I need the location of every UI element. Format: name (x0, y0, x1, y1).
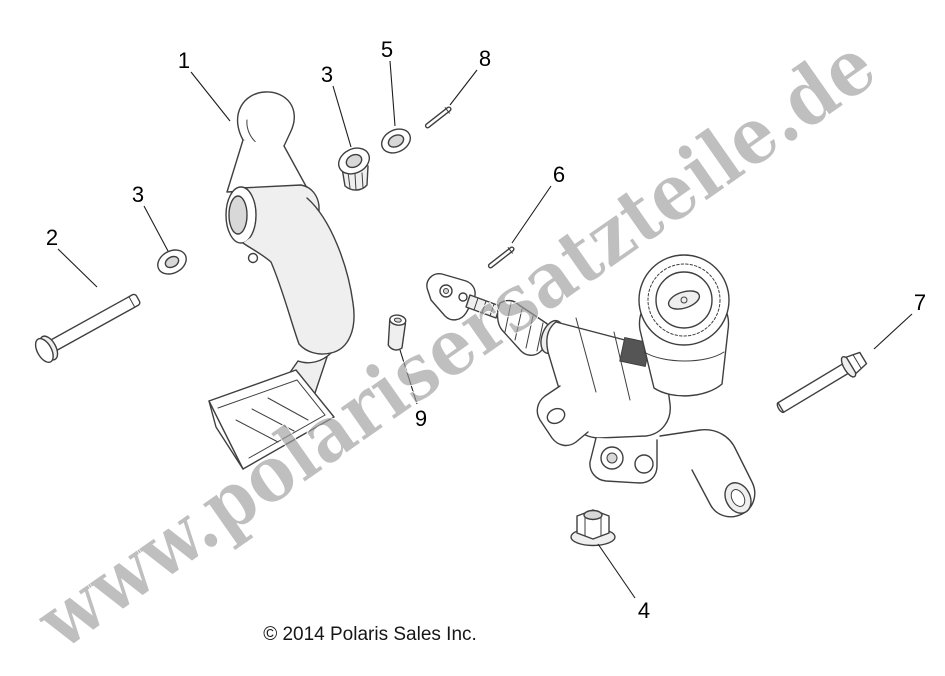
callout-5: 5 (381, 37, 396, 127)
callout-1-label: 1 (178, 48, 190, 73)
callout-1-leader (190, 71, 231, 122)
callout-3-left: 3 (132, 182, 169, 252)
washer-top-drawing (380, 128, 412, 154)
callout-3-top-label: 3 (321, 62, 333, 87)
callout-2-leader (57, 248, 98, 288)
callout-3-top-leader (332, 85, 352, 148)
callout-7-label: 7 (914, 290, 926, 315)
callout-4: 4 (597, 543, 650, 623)
callout-3-top: 3 (321, 62, 352, 148)
callout-6-leader (511, 185, 552, 244)
callout-4-leader (597, 543, 636, 599)
callout-7-leader (873, 313, 913, 350)
callout-8-label: 8 (479, 46, 491, 71)
pin-6-drawing (487, 246, 515, 269)
callout-2: 2 (46, 225, 98, 288)
callout-7: 7 (873, 290, 926, 350)
bushing-drawing (337, 147, 371, 191)
callout-4-label: 4 (638, 598, 650, 623)
clevis-pin-drawing (34, 293, 141, 364)
pin-8-drawing (424, 106, 452, 129)
callout-5-label: 5 (381, 37, 393, 62)
washer-left-drawing (157, 249, 187, 275)
callout-9-label: 9 (415, 406, 427, 431)
callout-1: 1 (178, 48, 231, 122)
master-cylinder-drawing (426, 254, 756, 518)
callouts: 1 2 3 3 4 5 6 7 (46, 37, 926, 623)
callout-6-label: 6 (553, 162, 565, 187)
callout-6: 6 (511, 162, 565, 244)
callout-5-leader (389, 60, 396, 127)
callout-8: 8 (449, 46, 491, 106)
callout-9: 9 (399, 349, 427, 431)
spacer-drawing (387, 314, 407, 351)
brake-pedal-drawing (208, 91, 355, 470)
copyright-text: © 2014 Polaris Sales Inc. (263, 624, 477, 645)
watermark-text: www.polarisersatzteile.de (20, 19, 892, 668)
callout-3-left-leader (143, 205, 169, 252)
callout-9-leader (399, 349, 418, 405)
callout-3-left-label: 3 (132, 182, 144, 207)
flange-nut-drawing (570, 509, 616, 547)
flange-bolt-drawing (776, 351, 868, 414)
callout-8-leader (449, 69, 478, 106)
callout-2-label: 2 (46, 225, 58, 250)
